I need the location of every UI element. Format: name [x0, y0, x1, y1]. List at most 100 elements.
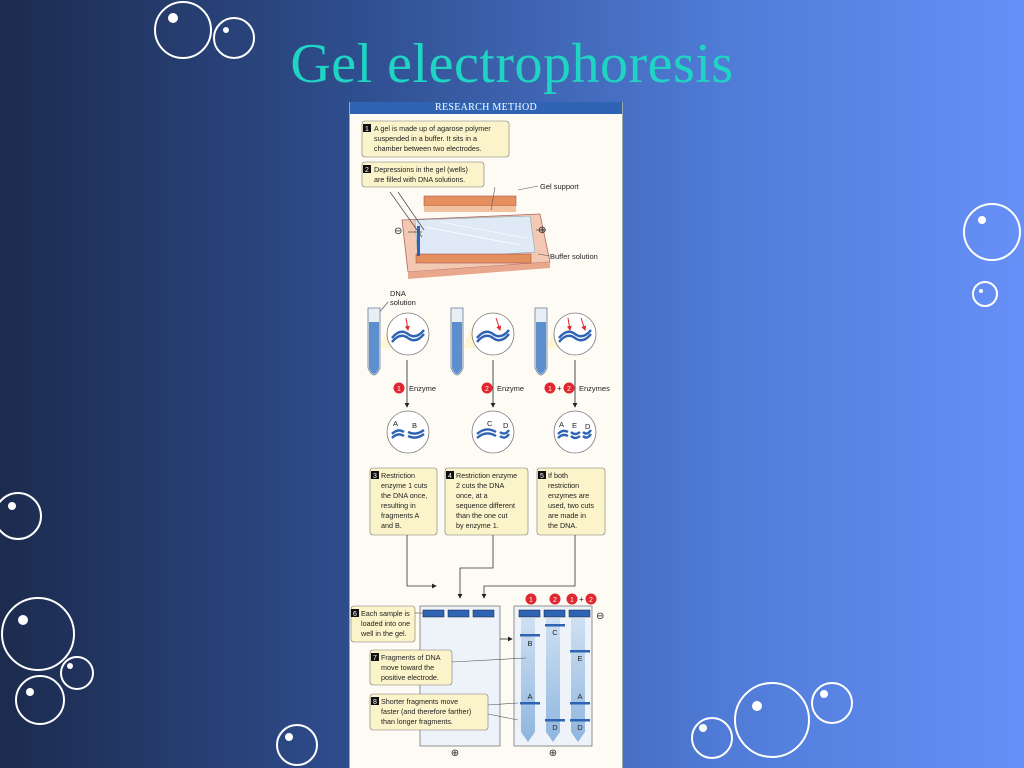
minus-electrode: ⊖: [394, 226, 402, 237]
svg-text:1: 1: [365, 126, 369, 133]
svg-text:D: D: [577, 723, 583, 732]
svg-text:1: 1: [397, 386, 401, 393]
svg-text:1: 1: [529, 597, 533, 604]
svg-text:C: C: [487, 419, 493, 428]
bubble: [1, 597, 75, 671]
svg-text:B: B: [527, 639, 532, 648]
electrophoresis-diagram: 1 A gel is made up of agarose polymer su…: [350, 120, 610, 759]
test-tube: [534, 307, 548, 376]
svg-text:2: 2: [365, 167, 369, 174]
step5-note: 5 If both restriction enzymes are used, …: [536, 467, 606, 536]
svg-text:Enzyme: Enzyme: [409, 384, 436, 393]
enzyme-1-label: 1 Enzyme: [393, 382, 436, 394]
svg-text:A gel is made up of agarose po: A gel is made up of agarose polymer: [374, 124, 491, 133]
svg-text:A: A: [393, 419, 398, 428]
bubble: [972, 281, 998, 307]
svg-text:the DNA once,: the DNA once,: [381, 491, 427, 500]
svg-text:2 cuts the DNA: 2 cuts the DNA: [456, 481, 505, 490]
svg-text:D: D: [552, 723, 558, 732]
svg-text:2: 2: [589, 597, 593, 604]
svg-text:4: 4: [448, 473, 452, 480]
bubble: [0, 492, 42, 540]
step8-note: 8 Shorter fragments move faster (and the…: [369, 693, 519, 731]
dna-label: DNA: [390, 289, 406, 298]
dna-zoom-circle: [463, 312, 515, 356]
svg-text:Fragments of DNA: Fragments of DNA: [381, 653, 441, 662]
bubble: [811, 682, 853, 724]
svg-text:2: 2: [567, 386, 571, 393]
svg-text:the DNA.: the DNA.: [548, 521, 577, 530]
svg-text:A: A: [577, 692, 582, 701]
svg-text:chamber between two electrodes: chamber between two electrodes.: [374, 144, 481, 153]
svg-text:positive electrode.: positive electrode.: [381, 673, 439, 682]
svg-text:3: 3: [373, 473, 377, 480]
svg-text:suspended in a buffer. It sits: suspended in a buffer. It sits in a: [374, 134, 477, 143]
svg-text:Depressions in the gel (wells): Depressions in the gel (wells): [374, 165, 468, 174]
bubble: [15, 675, 65, 725]
svg-text:loaded into one: loaded into one: [361, 619, 410, 628]
svg-text:A: A: [559, 420, 564, 429]
svg-text:used, two cuts: used, two cuts: [548, 501, 594, 510]
dna-zoom-circle: [380, 312, 430, 356]
test-tube: [367, 307, 381, 376]
svg-text:well in the gel.: well in the gel.: [360, 629, 407, 638]
bubble: [963, 203, 1021, 261]
bubble: [734, 682, 810, 758]
svg-text:than the one cut: than the one cut: [456, 511, 508, 520]
svg-text:1: 1: [548, 386, 552, 393]
svg-text:B: B: [412, 421, 417, 430]
svg-text:are made in: are made in: [548, 511, 586, 520]
dna-zoom-circle: [547, 312, 597, 356]
svg-text:E: E: [572, 421, 577, 430]
svg-text:1: 1: [570, 597, 574, 604]
svg-text:enzyme 1 cuts: enzyme 1 cuts: [381, 481, 428, 490]
cut-dna-circle-both: A E D: [553, 410, 597, 454]
svg-text:⊕: ⊕: [549, 748, 557, 759]
svg-text:2: 2: [485, 386, 489, 393]
gel-chamber: [389, 185, 551, 279]
step4-note: 4 Restriction enzyme 2 cuts the DNA once…: [444, 467, 529, 536]
svg-text:sequence different: sequence different: [456, 501, 515, 510]
svg-text:Each sample is: Each sample is: [361, 609, 410, 618]
svg-text:⊖: ⊖: [596, 611, 604, 622]
buffer-solution-label: Buffer solution: [550, 252, 598, 261]
plus-electrode: ⊕: [538, 225, 546, 236]
test-tube: [450, 307, 464, 376]
svg-text:than longer fragments.: than longer fragments.: [381, 717, 453, 726]
svg-text:move toward the: move toward the: [381, 663, 434, 672]
bubble: [60, 656, 94, 690]
svg-text:and B.: and B.: [381, 521, 402, 530]
enzyme-both-label: 1 + 2 Enzymes: [544, 382, 610, 394]
bubble: [154, 1, 212, 59]
gel-run: B A C D E A D ⊕ ⊖: [513, 605, 604, 759]
svg-text:resulting in: resulting in: [381, 501, 416, 510]
svg-text:by enzyme 1.: by enzyme 1.: [456, 521, 499, 530]
svg-text:⊕: ⊕: [451, 748, 459, 759]
bubble: [276, 724, 318, 766]
svg-text:restriction: restriction: [548, 481, 579, 490]
svg-text:once, at a: once, at a: [456, 491, 488, 500]
step7-note: 7 Fragments of DNA move toward the posit…: [369, 649, 527, 686]
svg-text:Shorter fragments move: Shorter fragments move: [381, 697, 458, 706]
svg-text:E: E: [577, 654, 582, 663]
svg-text:7: 7: [373, 655, 377, 662]
figure-header: RESEARCH METHOD: [350, 102, 622, 114]
gel-support-label: Gel support: [540, 182, 580, 191]
svg-text:enzymes are: enzymes are: [548, 491, 589, 500]
svg-text:D: D: [585, 422, 591, 431]
slide-title: Gel electrophoresis: [290, 33, 734, 95]
svg-text:C: C: [552, 628, 558, 637]
svg-text:Enzymes: Enzymes: [579, 384, 610, 393]
svg-text:If both: If both: [548, 471, 568, 480]
svg-text:Restriction enzyme: Restriction enzyme: [456, 471, 517, 480]
svg-text:A: A: [527, 692, 532, 701]
svg-text:solution: solution: [390, 298, 416, 307]
bubble: [691, 717, 733, 759]
step2-note: 2 Depressions in the gel (wells) are fil…: [361, 161, 485, 188]
lane-numbers: 1 2 1 + 2: [525, 593, 597, 605]
svg-text:D: D: [503, 421, 509, 430]
svg-text:5: 5: [540, 473, 544, 480]
svg-text:6: 6: [353, 611, 357, 618]
svg-text:Enzyme: Enzyme: [497, 384, 524, 393]
